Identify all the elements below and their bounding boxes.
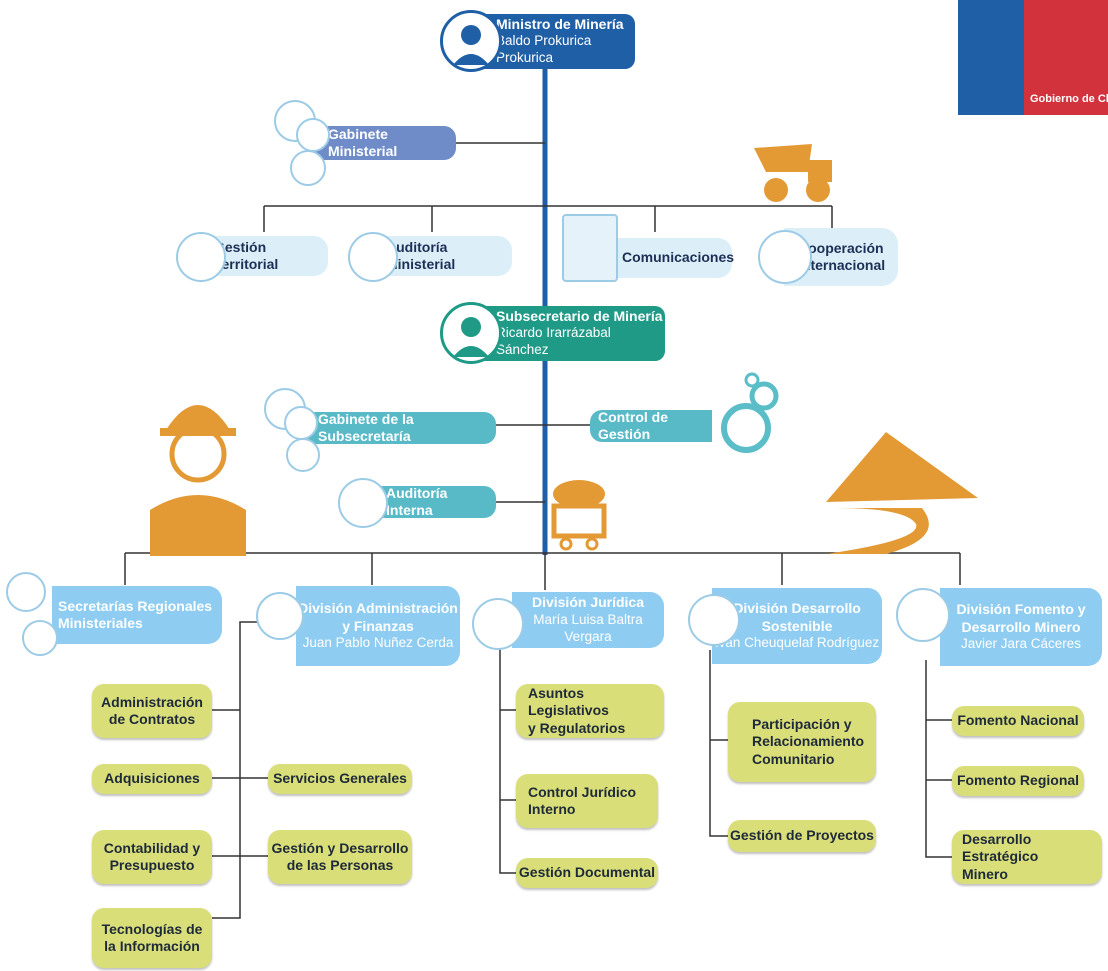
seremi-label-2: Ministeriales: [58, 615, 143, 631]
sustainable-head: Iván Cheuquelaf Rodríguez: [714, 635, 880, 651]
government-flag: Gobierno de Chile: [958, 0, 1108, 115]
unit-legislative[interactable]: Asuntos Legislativos y Regulatorios: [516, 684, 664, 738]
magnifier-icon: [338, 478, 388, 528]
unit-label: Participación y: [752, 715, 852, 732]
sustainable-title-2: Sostenible: [761, 617, 833, 634]
unit-label: Relacionamiento: [752, 733, 865, 750]
cabinet-minister-label: Gabinete Ministerial: [328, 125, 398, 160]
recycle-icon: [688, 594, 740, 646]
unit-label: Contabilidad y: [103, 839, 201, 856]
person-icon: [286, 438, 320, 472]
subsecretary-title: Subsecretario de Minería: [496, 307, 663, 324]
unit-label: Presupuesto: [109, 857, 195, 873]
communications-label: Comunicaciones: [622, 249, 735, 266]
cabinet-subsecretary-label: Gabinete de la Subsecretaría: [318, 410, 414, 445]
person-icon: [22, 620, 58, 656]
unit-label: Gestión de Proyectos: [730, 827, 874, 844]
dump-truck-icon: [752, 138, 836, 213]
unit-legal-control[interactable]: Control Jurídico Interno: [516, 774, 658, 828]
unit-label: Asuntos Legislativos: [528, 684, 609, 719]
unit-documents[interactable]: Gestión Documental: [516, 858, 658, 888]
unit-regional[interactable]: Fomento Regional: [952, 766, 1084, 796]
communications-box[interactable]: Comunicaciones: [608, 238, 735, 278]
unit-label: y Regulatorios: [528, 719, 626, 736]
map-pin-icon: [176, 232, 226, 282]
cooperation-label-2: Internacional: [798, 257, 886, 273]
subsecretary-box[interactable]: Subsecretario de Minería Ricardo Irarráz…: [470, 306, 665, 361]
person-icon: [296, 118, 330, 152]
unit-people[interactable]: Gestión y Desarrollo de las Personas: [268, 830, 412, 884]
newspaper-icon: [562, 214, 618, 282]
subsecretary-avatar-icon: [440, 302, 502, 364]
unit-label: Control Jurídico: [528, 783, 637, 800]
unit-strategic[interactable]: Desarrollo Estratégico Minero: [952, 830, 1102, 884]
ore-cart-icon: [550, 478, 608, 557]
unit-label: Adquisiciones: [104, 770, 200, 787]
legal-division-box[interactable]: División Jurídica María Luisa Baltra Ver…: [512, 592, 664, 648]
unit-label: Administración: [101, 693, 203, 710]
person-icon: [290, 150, 326, 186]
globe-icon: [758, 230, 812, 284]
seremi-label-1: Secretarías Regionales: [58, 597, 213, 614]
magnifier-icon: [348, 232, 398, 282]
territorial-label: Gestión Territorial: [214, 238, 279, 273]
internal-audit-box[interactable]: Auditoría Interna: [368, 484, 496, 519]
admin-title-1: División Administración: [298, 600, 458, 617]
unit-label: Comunitario: [752, 750, 835, 767]
unit-label: Minero: [962, 865, 1008, 882]
unit-projects[interactable]: Gestión de Proyectos: [728, 820, 876, 852]
admin-division-box[interactable]: División Administración y Finanzas Juan …: [296, 586, 460, 666]
minister-name: Baldo Prokurica Prokurica: [496, 33, 592, 66]
mining-title-1: División Fomento y: [956, 601, 1086, 618]
mining-head: Javier Jara Cáceres: [960, 636, 1082, 652]
admin-head: Juan Pablo Nuñez Cerda: [302, 635, 454, 651]
unit-label: la Información: [104, 938, 200, 954]
unit-national[interactable]: Fomento Nacional: [952, 706, 1084, 736]
unit-acquisitions[interactable]: Adquisiciones: [92, 764, 212, 794]
people-icon: [6, 572, 46, 612]
unit-label: Fomento Nacional: [957, 712, 1079, 729]
unit-label: Desarrollo Estratégico: [962, 830, 1039, 865]
audit-ministerial-label: Auditoría Ministerial: [386, 238, 456, 273]
unit-label: Tecnologías de: [101, 920, 203, 937]
sustainable-division-box[interactable]: División Desarrollo Sostenible Iván Cheu…: [712, 588, 882, 664]
sustainable-title-1: División Desarrollo: [733, 600, 861, 617]
unit-label: Gestión Documental: [518, 864, 656, 881]
minister-avatar-icon: [440, 10, 502, 72]
cabinet-subsecretary-box[interactable]: Gabinete de la Subsecretaría: [308, 410, 496, 445]
unit-label: Servicios Generales: [273, 770, 407, 787]
subsecretary-name: Ricardo Irarrázabal Sánchez: [496, 325, 611, 358]
unit-label: Fomento Regional: [956, 772, 1080, 789]
admin-title-2: y Finanzas: [342, 617, 414, 634]
internal-audit-label: Auditoría Interna: [386, 484, 448, 519]
legal-title: División Jurídica: [531, 594, 645, 611]
cabinet-minister-box[interactable]: Gabinete Ministerial: [310, 126, 456, 160]
legal-head: María Luisa Baltra Vergara: [533, 611, 643, 644]
unit-it[interactable]: Tecnologías de la Información: [92, 908, 212, 968]
unit-accounting[interactable]: Contabilidad y Presupuesto: [92, 830, 212, 884]
minister-title: Ministro de Minería: [496, 15, 624, 32]
mining-title-2: Desarrollo Minero: [961, 618, 1081, 635]
control-box[interactable]: Control de Gestión: [590, 408, 712, 443]
mountain-illustration-icon: [826, 428, 978, 559]
unit-admin-contracts[interactable]: Administración de Contratos: [92, 684, 212, 738]
unit-label: de las Personas: [286, 857, 394, 873]
gears-icon: [712, 372, 784, 469]
chart-growth-icon: [256, 592, 304, 640]
unit-general-services[interactable]: Servicios Generales: [268, 764, 412, 794]
scales-icon: [472, 598, 524, 650]
miner-icon: [896, 588, 950, 642]
miner-illustration-icon: [146, 380, 250, 561]
government-label: Gobierno de Chile: [1030, 93, 1108, 105]
cooperation-label-1: Cooperación: [798, 239, 884, 256]
unit-community[interactable]: Participación y Relacionamiento Comunita…: [728, 702, 876, 782]
seremi-box[interactable]: Secretarías Regionales Ministeriales: [52, 586, 222, 644]
person-icon: [284, 406, 318, 440]
unit-label: Interno: [528, 801, 576, 817]
unit-label: Gestión y Desarrollo: [271, 839, 409, 856]
mining-division-box[interactable]: División Fomento y Desarrollo Minero Jav…: [940, 588, 1102, 666]
unit-label: de Contratos: [108, 711, 196, 727]
control-label: Control de Gestión: [598, 408, 668, 443]
